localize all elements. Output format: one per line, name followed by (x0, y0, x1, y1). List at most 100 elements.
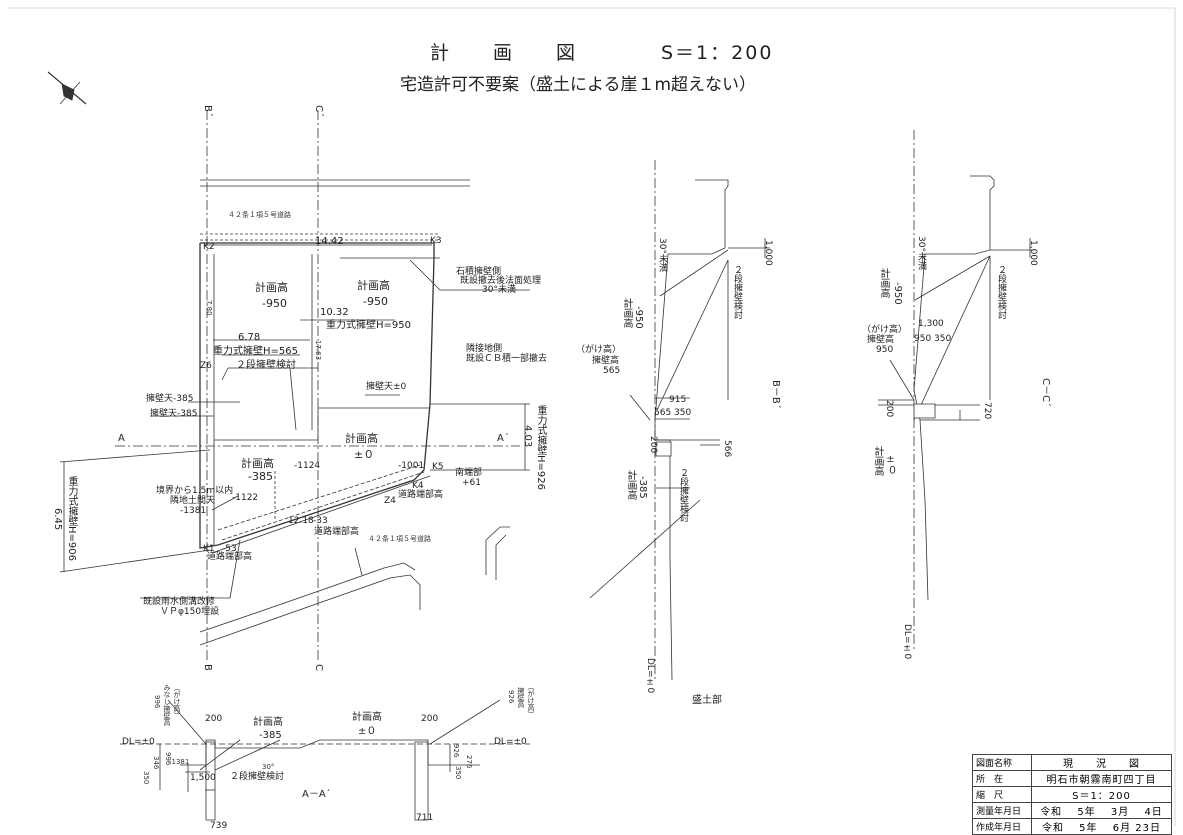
title-block-key: 作成年月日 (972, 818, 1032, 835)
dim-645: 6.45 (52, 508, 63, 531)
aa-cliff-left-2: みなし擁壁高 (163, 684, 171, 726)
title-block-row: 縮 尺 S＝1：200 (972, 786, 1172, 803)
aa-cliff-left: （がけ高） (173, 684, 181, 719)
section-a-right-marker: A´ (497, 433, 509, 444)
dim-780: 7.80 (205, 300, 213, 316)
title-block: 図面名称 現 況 図 所 在 明石市朝霧南町四丁目 縮 尺 S＝1：200 測量… (972, 754, 1172, 835)
plan-height-label-b: 計画高 (357, 279, 390, 292)
aa-dim-200a: 200 (205, 714, 223, 724)
value-61: +61 (462, 478, 481, 488)
stone-note-3: 30°未満 (482, 285, 516, 295)
aa-plan-height-2-val: ±０ (358, 726, 377, 737)
aa-dim-711: 711 (416, 813, 434, 823)
aa-dl-left: DL=±0 (122, 737, 155, 747)
title-block-row: 測量年月日 令和 5年 3月 4日 (972, 802, 1172, 819)
cc-dim-1300: 1,300 (918, 319, 944, 329)
cc-dim-720: 720 (982, 402, 992, 420)
title-block-key: 所 在 (972, 770, 1032, 787)
value-1124: -1124 (294, 461, 321, 471)
aa-angle: 30° (262, 763, 275, 771)
point-k4: K4 (412, 481, 424, 491)
cc-angle: 30°未満 (916, 236, 926, 270)
title-block-value: S＝1：200 (1031, 786, 1172, 803)
aa-two-stage: ２段擁壁検討 (230, 772, 285, 782)
aa-dim-996: 996 (164, 752, 172, 766)
section-bb-part-label: 盛土部 (692, 695, 722, 706)
aa-plan-height-1: 計画高 (253, 717, 283, 728)
title-block-value: 令和 5年 6月 23日 (1031, 818, 1172, 835)
road-end-2: 道路端部高 (314, 527, 360, 537)
cc-plan-height-bot: 計画高 (872, 446, 883, 476)
point-z6: Z6 (200, 361, 212, 371)
aa-dl-right: DL=±0 (494, 737, 527, 747)
dim-1442: 14.42 (315, 236, 344, 247)
cc-dim-950: 950 (914, 334, 932, 344)
neighbor-note-2: 既設ＣＢ積一部撤去 (466, 354, 548, 364)
two-stage-plan: ２段擁壁検討 (236, 360, 296, 371)
dim-403: 4.03 (522, 425, 533, 448)
aa-dim-739: 739 (210, 821, 228, 831)
aa-dim-350b: 350 (454, 766, 462, 780)
section-bb-title: B－B´ (770, 380, 781, 409)
road-end-3: 道路端部高 (398, 490, 444, 500)
aa-cliff-left-3: 996 (153, 695, 161, 709)
section-aa-title: A－A´ (302, 789, 331, 800)
cc-cliff-2: 擁壁高 (867, 335, 895, 345)
point-k1: K1 (203, 544, 215, 554)
bb-plan-height-bot-val: -385 (637, 476, 648, 499)
retaining-926: 重力式擁壁H=926 (535, 405, 546, 490)
aa-dim-1381: -1381 (169, 758, 190, 766)
bb-two-stage-1: ２段擁壁検討 (732, 265, 742, 319)
cc-dl: DL=±0 (902, 624, 912, 660)
title-block-value: 現 況 図 (1031, 754, 1172, 771)
bb-plan-height-bot: 計画高 (625, 470, 636, 500)
section-c-top-marker: C´ (313, 105, 324, 117)
title-block-value: 令和 5年 3月 4日 (1031, 802, 1172, 819)
boundary-note-3: -1381 (180, 506, 207, 516)
drawing-subtitle: 宅造許可不要案（盛土による崖１m超えない） (400, 75, 757, 95)
aa-cliff-right: （がけ高） (527, 683, 535, 718)
point-k3: K3 (430, 236, 442, 246)
bb-two-stage-2: ２段擁壁検討 (678, 468, 688, 522)
aa-dim-350: 350 (142, 771, 150, 785)
title-block-value: 明石市朝霧南町四丁目 (1031, 770, 1172, 787)
point-k2: K2 (203, 242, 215, 252)
retaining-906: 重力式擁壁H=906 (66, 476, 77, 561)
dim-678: 6.78 (238, 332, 261, 343)
bb-dim-350: 350 (674, 408, 692, 418)
road-end-1: 道路端部高 (207, 552, 253, 562)
cc-two-stage: ２段擁壁検討 (996, 265, 1006, 319)
cc-dim-1000: 1,000 (1028, 240, 1038, 266)
cc-plan-height-top: 計画高 (878, 268, 889, 298)
bb-plan-height-top: 計画高 (621, 298, 632, 328)
aa-plan-height-2: 計画高 (352, 712, 382, 723)
title-block-row: 図面名称 現 況 図 (972, 754, 1172, 771)
aa-cliff-right-2: 擁壁高 (517, 687, 525, 708)
title-block-row: 所 在 明石市朝霧南町四丁目 (972, 770, 1172, 787)
boundary-note-2: 隣地土間天 (170, 496, 216, 506)
aa-dim-200b: 200 (421, 714, 439, 724)
section-cc-title: C－C´ (1040, 378, 1051, 407)
bb-dl: DL=±0 (645, 658, 655, 694)
drain-note-2: ＶＰφ150埋設 (160, 607, 220, 617)
wall-top-0: 擁壁天±0 (366, 382, 407, 392)
section-b-top-marker: B´ (202, 105, 213, 117)
stone-note-2: 既設撤去後法面処理 (460, 276, 542, 286)
dim-1218: 12.18 (288, 516, 314, 526)
drawing-title: 計 画 図 S＝1：200 (430, 42, 774, 64)
bb-dim-566: 566 (722, 440, 732, 458)
plan-height-label-d: 計画高 (241, 457, 274, 470)
point-k5: K5 (432, 462, 444, 472)
cc-cliff-3: 950 (876, 345, 894, 355)
bb-cliff-1: （がけ高） (576, 345, 622, 355)
cc-dim-350: 350 (934, 334, 952, 344)
title-block-key: 図面名称 (972, 754, 1032, 771)
south-part-label: 南端部 (455, 468, 483, 478)
bb-cliff-3: 565 (603, 366, 621, 376)
north-arrow-icon (47, 71, 87, 105)
bb-angle: 30°未満 (657, 238, 667, 272)
title-block-key: 測量年月日 (972, 802, 1032, 819)
title-block-key: 縮 尺 (972, 786, 1032, 803)
